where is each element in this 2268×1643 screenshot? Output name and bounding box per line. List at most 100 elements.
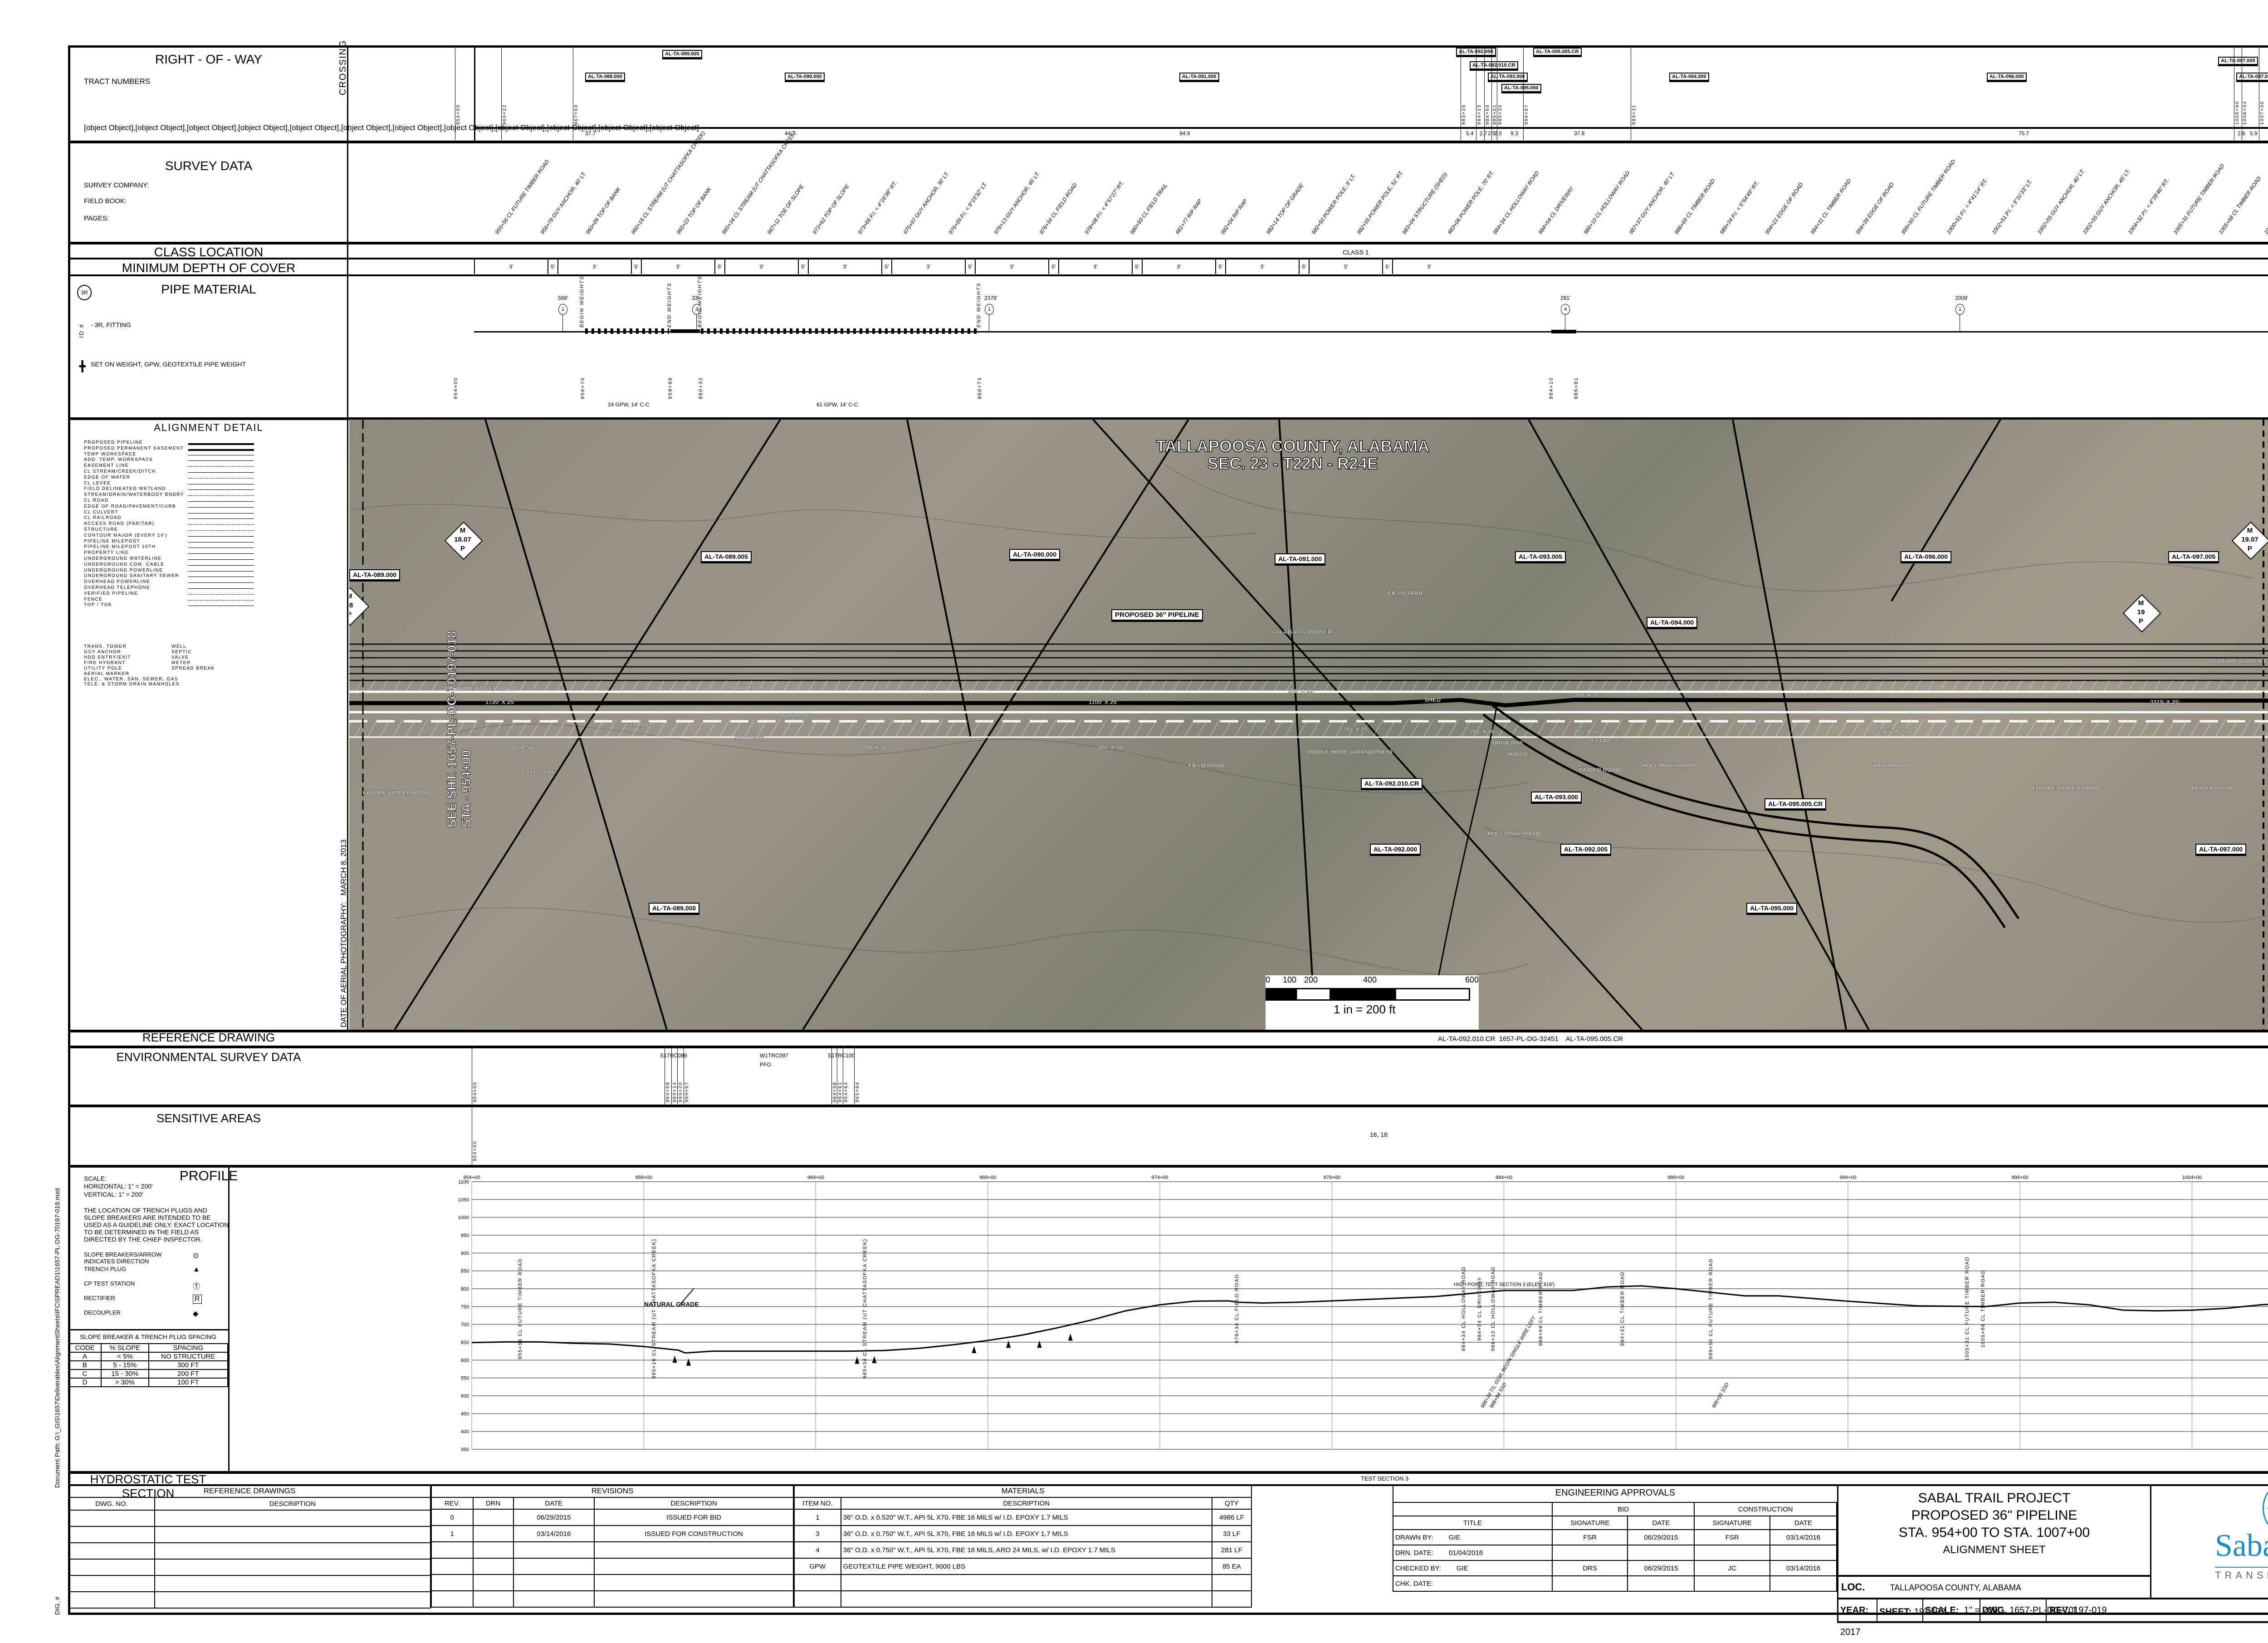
spacing-row: A< 5%NO STRUCTURE — [68, 1352, 229, 1361]
aerial-date-value: MARCH 8, 2013 — [339, 839, 348, 896]
profile-feature: 955+56 CL FUTURE TIMBER ROAD — [518, 1258, 523, 1359]
profile-legend-item: SLOPE BREAKERS/ARROW INDICATES DIRECTION — [84, 1251, 162, 1265]
profile-feature: 1005+31 CL FUTURE TIMBER ROAD — [1965, 1257, 1970, 1361]
min-cover-label: MINIMUM DEPTH OF COVER — [122, 261, 296, 275]
trench-plug-icon — [872, 1356, 877, 1364]
milepost-value: 18.07 — [454, 536, 471, 543]
min-cover-segments: 3'5'3'5'3'5'3'5'3'5'3'5'3'5'3'5'3'5'3'5'… — [474, 259, 2268, 274]
map-label: 395' X 25' — [1343, 726, 1369, 733]
tract-tag: AL-TA-092.000 — [1456, 48, 1496, 56]
revision-row — [431, 1590, 794, 1608]
legend-swatch — [188, 466, 254, 467]
spacing-cell: NO STRUCTURE — [148, 1352, 229, 1361]
legend-item: EASEMENT LINE — [84, 463, 129, 469]
map-tract-tag: AL-TA-097.005 — [2168, 551, 2219, 562]
milepost-m: M — [2138, 599, 2144, 607]
trench-plug-icon: ▲ — [193, 1266, 200, 1273]
cover-segment: 5' — [798, 259, 808, 274]
pipe-station: 986+91 — [1574, 377, 1579, 399]
materials-cell: 3 — [794, 1525, 841, 1542]
map-label: W1TRC097 — [780, 712, 811, 719]
profile-feature: 965+34 CL STREAM (UT CHATTASOFKA CREEK) — [862, 1238, 868, 1379]
legend-swatch — [188, 594, 254, 595]
map-tract-tag: AL-TA-096.000 — [1901, 551, 1952, 562]
ref-description-header: DESCRIPTION — [154, 1497, 431, 1511]
county-label: TALLAPOOSA COUNTY, ALABAMA — [1156, 437, 1430, 455]
revision-header: DRN — [472, 1497, 514, 1510]
cover-segment: 3' — [1142, 259, 1215, 274]
legend-swatch — [188, 495, 254, 496]
logo-transmission: TRANSMISSION — [2215, 1570, 2268, 1581]
revision-header: DESCRIPTION — [594, 1497, 794, 1510]
section-label: SEC. 23 - T22N - R24E — [1207, 454, 1378, 473]
x-tick: 954+00 — [463, 1175, 480, 1180]
legend-item: CL ROAD — [84, 498, 109, 503]
alabama-power-label: ALABAMA POWER — [1275, 628, 1333, 636]
map-label: FUTURE TIMBER ROAD — [2214, 658, 2268, 665]
map-label: DRIVEWAY — [1492, 739, 1524, 746]
y-tick: 750 — [461, 1304, 469, 1310]
legend-swatch — [188, 472, 254, 473]
map-label: FUTURE TIMBER ROAD — [2032, 785, 2100, 792]
approval-initials: 01/04/2016 — [1449, 1549, 1483, 1557]
legend-item: ADD. TEMP. WORKSPACE — [84, 457, 153, 463]
approvals-title-cell: CHECKED BY: GIE — [1393, 1560, 1553, 1576]
milepost-value: 19.07 — [2241, 536, 2258, 543]
materials-cell: 1 — [794, 1509, 841, 1526]
profile-feature: 984+54 CL DRIVEWAY — [1477, 1276, 1482, 1340]
weights-segment-2 — [701, 328, 980, 334]
revision-cell — [472, 1541, 514, 1559]
weight-marker: BEGIN WEIGHTS — [579, 275, 585, 328]
station-label: 954+00 — [456, 104, 461, 125]
alignment-detail-title: ALIGNMENT DETAIL — [154, 422, 264, 433]
spacing-cell: A — [68, 1352, 102, 1361]
scale-value: 1" = 200' — [1964, 1605, 1999, 1615]
tract-tag: AL-TA-097.005 — [2218, 57, 2258, 65]
profile-feature: 984+34 CL HOLLOWAY ROAD — [1461, 1266, 1466, 1351]
legend-swatch — [188, 501, 254, 502]
roddage-value: 2.7 — [1480, 130, 1487, 137]
year-value: 2017 — [1840, 1627, 1861, 1637]
legend-item: TEMP WORKSPACE — [84, 451, 137, 457]
cover-segment: 5' — [1299, 259, 1309, 274]
cover-segment: 3' — [808, 259, 881, 274]
materials-header: ITEM NO. — [794, 1497, 841, 1510]
trench-plug-icon — [1068, 1333, 1073, 1341]
x-tick: 999+00 — [2012, 1175, 2028, 1180]
env-station: 960+67 — [684, 1081, 689, 1102]
legend-item: CONTOUR MAJOR (EVERY 10') — [84, 533, 168, 538]
legend-item: VERIFIED PIPELINE — [84, 591, 138, 596]
approvals-row: DRN. DATE: 01/04/2016 — [1393, 1545, 1838, 1561]
map-label: S1TRC099 — [626, 721, 655, 728]
profile-feature: 986+10 CL HOLLOWAY ROAD — [1491, 1266, 1496, 1351]
materials-cell — [794, 1590, 841, 1608]
sheet-frame — [68, 45, 2268, 1615]
station-label: 986+87 — [1524, 104, 1529, 125]
reference-drawing-label: REFERENCE DRAWING — [142, 1031, 275, 1044]
materials-header: QTY — [1211, 1497, 1252, 1510]
weight-spacing-note: 24 GPW, 14' C-C — [608, 401, 650, 408]
cover-segment: 5' — [1382, 259, 1392, 274]
station-label: 967+60 — [574, 104, 579, 125]
trench-plug-icon — [972, 1346, 977, 1354]
env-station: 960+09 — [665, 1081, 670, 1102]
pipe-weight-legend: SET ON WEIGHT, GPW, GEOTEXTILE PIPE WEIG… — [91, 361, 246, 368]
map-label: 980' X 50' — [1098, 744, 1124, 751]
map-label: 1212' X 25' — [526, 769, 556, 776]
loc-label: LOC. — [1841, 1581, 1865, 1593]
revision-cell — [431, 1574, 474, 1591]
dig-number-label: DIG. # — [54, 1596, 61, 1615]
pipe-length: 33' — [692, 295, 699, 301]
sheet-type: ALIGNMENT SHEET — [1943, 1544, 2046, 1556]
revision-cell — [513, 1590, 595, 1608]
symbol-legend-item: GUY ANCHOR — [84, 650, 122, 655]
materials-cell: 36" O.D. x 0.750" W.T., API 5L X70, FBE … — [840, 1541, 1212, 1559]
station-label: 984+15 — [1477, 104, 1482, 125]
aerial-map[interactable]: TALLAPOOSA COUNTY, ALABAMA SEC. 23 - T22… — [349, 420, 2268, 1030]
approvals-title-cell: CHK. DATE: — [1393, 1575, 1553, 1592]
